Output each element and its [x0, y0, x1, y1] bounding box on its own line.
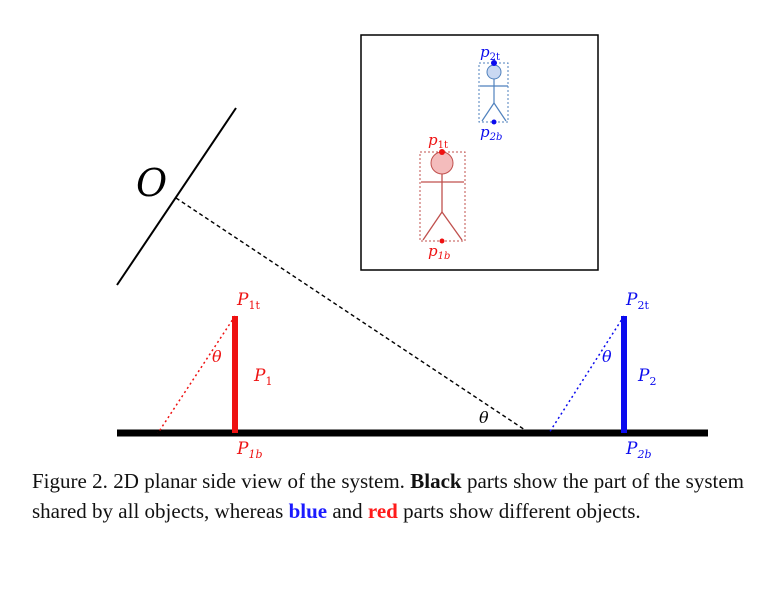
inset-red-bottom-label: p1b [428, 242, 450, 262]
caption-prefix: Figure 2. 2D planar side view of the sys… [32, 469, 411, 493]
origin-label: O [136, 161, 167, 205]
camera-ray [175, 197, 529, 433]
blue-bottom-label: P2b [625, 439, 652, 461]
blue-top-label: P2t [625, 290, 649, 312]
inset-image: p2t p2b p1t p1b [360, 34, 599, 271]
red-dotted-ray [157, 315, 236, 434]
blue-object: θ P2t P2b P2 [548, 290, 656, 461]
inset-red-top-label: p1t [428, 131, 448, 151]
caption-middle: parts show the part of the system shared… [32, 469, 744, 523]
red-angle-label: θ [212, 347, 222, 366]
red-top-label: P1t [236, 290, 260, 312]
caption-keyword-red: red [367, 499, 398, 523]
caption-suffix: parts show different objects. [397, 499, 641, 523]
caption-keyword-black: Black [410, 469, 462, 493]
inset-blue-top-label: p2t [480, 43, 500, 63]
red-object-label: P1 [253, 366, 272, 388]
caption-keyword-blue: blue [288, 499, 328, 523]
blue-dotted-ray [548, 315, 625, 434]
figure-caption: Figure 2. 2D planar side view of the sys… [32, 466, 744, 526]
ground-angle-label: θ [479, 408, 489, 427]
blue-stick-figure-icon [478, 60, 509, 125]
blue-object-label: P2 [637, 366, 656, 388]
inset-frame [360, 34, 599, 271]
caption-and: and [327, 499, 368, 523]
red-bottom-label: P1b [236, 439, 263, 461]
image-plane-line [116, 107, 237, 286]
red-object: θ P1t P1b P1 [157, 290, 272, 461]
blue-angle-label: θ [602, 347, 612, 366]
inset-blue-bottom-label: p2b [480, 123, 502, 143]
red-stick-figure-icon [419, 149, 466, 244]
